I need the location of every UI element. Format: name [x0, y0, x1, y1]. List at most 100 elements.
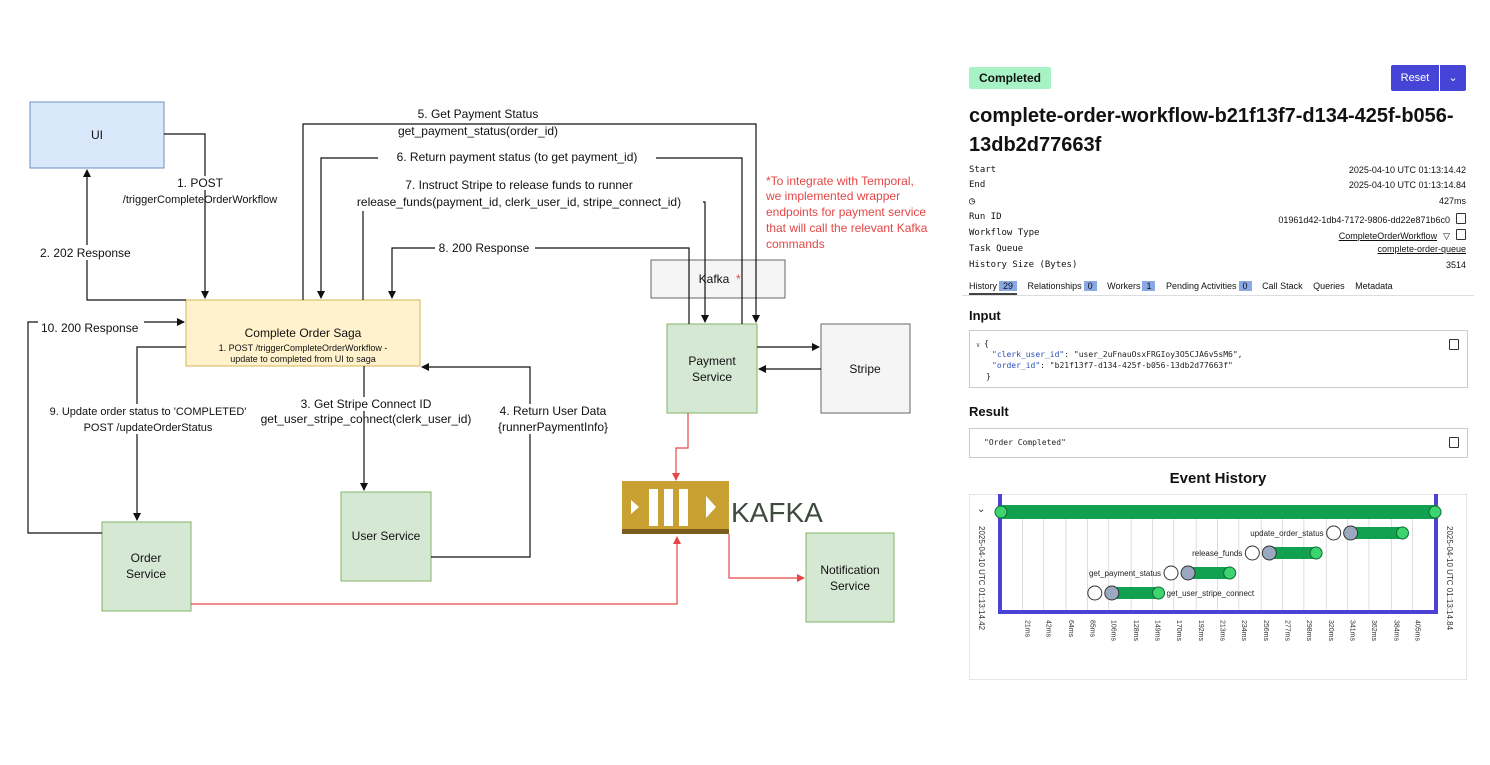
- tick-label: 21ms: [1023, 620, 1030, 638]
- ui-box: UI: [29, 101, 165, 169]
- connector-labels: 1. POST /triggerCompleteOrderWorkflow 2.…: [36, 107, 703, 434]
- input-code-box: ∨ { "clerk_user_id": "user_2uFnauOsxFRGI…: [969, 330, 1468, 388]
- svg-text:1. POST: 1. POST: [177, 176, 224, 190]
- svg-text:release_funds(payment_id, cler: release_funds(payment_id, clerk_user_id,…: [357, 195, 681, 209]
- activity-label: get_user_stripe_connect: [1167, 589, 1255, 598]
- svg-text:we implemented wrapper: we implemented wrapper: [765, 189, 900, 203]
- meta-task-queue: Task Queue complete-order-queue: [969, 244, 1466, 254]
- meta-run-id: Run ID 01961d42-1db4-7172-9806-dd22e871b…: [969, 212, 1466, 227]
- svg-text:2. 202 Response: 2. 202 Response: [40, 246, 131, 260]
- reset-dropdown-button[interactable]: ⌄: [1440, 65, 1466, 91]
- tick-label: 320ms: [1327, 620, 1334, 642]
- svg-text:Payment: Payment: [688, 354, 736, 368]
- timeline-end-time: 2025-04-10 UTC 01:13:14.84: [1445, 526, 1454, 631]
- workflow-type-link[interactable]: CompleteOrderWorkflow: [1338, 231, 1438, 241]
- svg-text:4. Return User Data: 4. Return User Data: [500, 404, 607, 418]
- copy-icon[interactable]: [1456, 229, 1466, 240]
- meta-workflow-type: Workflow Type CompleteOrderWorkflow▽: [969, 228, 1466, 243]
- architecture-diagram: UI Complete Order Saga 1. POST /triggerC…: [27, 101, 928, 623]
- timeline-grid: [1021, 512, 1413, 610]
- temporal-workflow-panel: Completed Reset ⌄ complete-order-workflo…: [962, 62, 1474, 680]
- tab-call-stack[interactable]: Call Stack: [1262, 281, 1303, 291]
- result-title: Result: [969, 404, 1009, 419]
- timeline-start-marker: [998, 494, 1002, 614]
- complete-order-saga-box: Complete Order Saga 1. POST /triggerComp…: [185, 299, 421, 367]
- timeline-bars: update_order_statusrelease_fundsget_paym…: [994, 505, 1442, 601]
- tab-metadata[interactable]: Metadata: [1355, 281, 1393, 291]
- clock-icon: ◷: [969, 196, 976, 207]
- timeline-end-marker: [1434, 494, 1438, 614]
- status-badge: Completed: [969, 67, 1052, 89]
- copy-icon[interactable]: [1449, 437, 1459, 448]
- svg-text:User Service: User Service: [352, 529, 421, 543]
- activity-completed-dot: [1223, 566, 1237, 580]
- user-service-box: User Service: [340, 491, 432, 582]
- notification-service-box: Notification Service: [805, 532, 895, 623]
- svg-text:*: *: [736, 272, 741, 286]
- task-queue-link[interactable]: complete-order-queue: [1377, 244, 1466, 254]
- copy-icon[interactable]: [1456, 213, 1466, 224]
- payment-service-box: Payment Service: [666, 323, 758, 414]
- svg-text:{runnerPaymentInfo}: {runnerPaymentInfo}: [498, 420, 608, 434]
- tick-label: 405ms: [1414, 620, 1421, 642]
- activity-completed-dot: [1309, 546, 1323, 560]
- kafka-logo: KAFKA: [622, 481, 823, 534]
- tick-label: 192ms: [1197, 620, 1204, 642]
- order-service-box: Order Service: [101, 521, 192, 612]
- timeline-start-time: 2025-04-10 UTC 01:13:14.42: [977, 526, 986, 631]
- svg-text:Kafka: Kafka: [699, 272, 730, 286]
- activity-bar: [1112, 587, 1159, 599]
- svg-text:7. Instruct Stripe to release: 7. Instruct Stripe to release funds to r…: [405, 178, 632, 192]
- svg-text:KAFKA: KAFKA: [731, 497, 823, 528]
- copy-icon[interactable]: [1449, 339, 1459, 350]
- red-connectors: [191, 413, 805, 605]
- tick-label: 149ms: [1153, 620, 1160, 642]
- tick-label: 277ms: [1284, 620, 1291, 642]
- tab-divider: [962, 295, 1474, 296]
- tick-label: 341ms: [1349, 620, 1356, 642]
- tab-queries[interactable]: Queries: [1313, 281, 1345, 291]
- svg-text:Service: Service: [126, 567, 166, 581]
- meta-start: Start 2025-04-10 UTC 01:13:14.42: [969, 165, 1466, 175]
- activity-label: release_funds: [1192, 549, 1242, 558]
- svg-text:10. 200 Response: 10. 200 Response: [41, 321, 139, 335]
- activity-scheduled-dot: [1163, 565, 1179, 581]
- reset-button[interactable]: Reset: [1391, 65, 1439, 91]
- filter-icon[interactable]: ▽: [1443, 231, 1450, 241]
- activity-scheduled-dot: [1326, 525, 1342, 541]
- activity-label: get_payment_status: [1089, 569, 1161, 578]
- activity-started-dot: [1343, 525, 1359, 541]
- svg-text:Complete Order Saga: Complete Order Saga: [245, 326, 362, 340]
- svg-text:get_user_stripe_connect(clerk_: get_user_stripe_connect(clerk_user_id): [261, 412, 472, 426]
- meta-history-size: History Size (Bytes) 3514: [969, 260, 1466, 270]
- tick-label: 128ms: [1132, 620, 1139, 642]
- workflow-end-dot: [1428, 505, 1442, 519]
- tick-label: 213ms: [1218, 620, 1225, 642]
- tick-label: 384ms: [1392, 620, 1399, 642]
- tick-label: 42ms: [1045, 620, 1052, 638]
- event-history-title: Event History: [1169, 470, 1267, 487]
- svg-text:5. Get Payment Status: 5. Get Payment Status: [418, 107, 539, 121]
- collapse-icon[interactable]: ⌄: [977, 504, 985, 515]
- timeline-axis: [998, 494, 1438, 614]
- meta-duration: ◷ 427ms: [969, 196, 1466, 207]
- chevron-down-icon: ⌄: [1448, 72, 1458, 84]
- svg-text:Service: Service: [692, 370, 732, 384]
- svg-text:/triggerCompleteOrderWorkflow: /triggerCompleteOrderWorkflow: [123, 194, 278, 206]
- svg-text:get_payment_status(order_id): get_payment_status(order_id): [398, 124, 558, 138]
- collapse-icon[interactable]: ∨: [976, 341, 981, 349]
- temporal-note: *To integrate with Temporal, we implemen…: [765, 174, 928, 251]
- svg-text:Service: Service: [830, 579, 870, 593]
- result-code-box: "Order Completed": [969, 428, 1468, 458]
- tick-label: 362ms: [1370, 620, 1377, 642]
- svg-text:9. Update order status to 'COM: 9. Update order status to 'COMPLETED': [50, 406, 247, 418]
- svg-text:8. 200 Response: 8. 200 Response: [439, 241, 530, 255]
- workflow-title: complete-order-workflow-b21f13f7-d134-42…: [969, 105, 1454, 156]
- tick-label: 106ms: [1110, 620, 1117, 642]
